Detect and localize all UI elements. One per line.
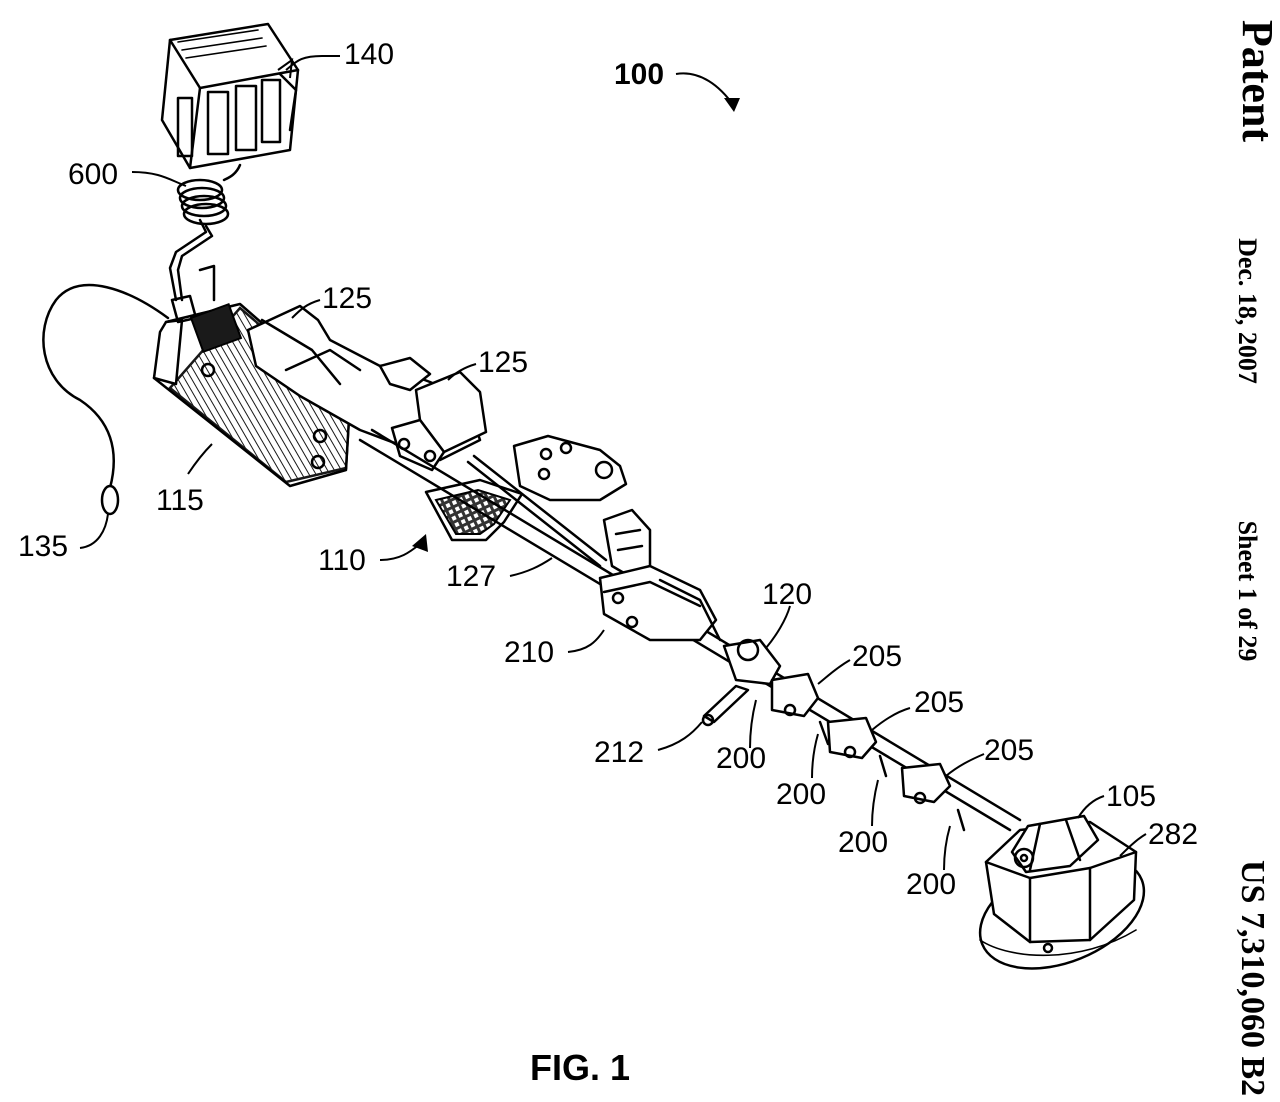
earphone <box>42 283 170 516</box>
ref-pin-a: 200 <box>716 742 766 775</box>
reference-numerals: 140 100 600 125 125 115 135 110 127 120 … <box>18 38 1198 1088</box>
battery-pack <box>160 22 300 170</box>
ref-search-head: 105 <box>1106 780 1156 813</box>
ref-pin-b: 200 <box>776 778 826 811</box>
ref-rod: 127 <box>446 560 496 593</box>
ref-handle: 110 <box>318 544 366 577</box>
ref-pin-d: 200 <box>906 868 956 901</box>
ref-upper-housing-2: 125 <box>478 346 528 379</box>
ref-clamp-c: 205 <box>984 734 1034 767</box>
cuff-bracket <box>512 434 652 582</box>
ref-coiled-cable: 600 <box>68 158 118 191</box>
ref-battery-pack: 140 <box>344 38 394 71</box>
ref-clamp-b: 205 <box>914 686 964 719</box>
search-head <box>978 814 1146 970</box>
upper-housing <box>246 304 488 472</box>
electronics-housing <box>152 264 352 488</box>
ref-upper-housing-1: 125 <box>322 282 372 315</box>
coiled-cable <box>168 163 242 302</box>
ref-head-connector: 282 <box>1148 818 1198 851</box>
leader-lines <box>79 55 1147 871</box>
ref-clamp-a: 205 <box>852 640 902 673</box>
lower-shaft <box>722 638 966 832</box>
ref-bracket: 210 <box>504 636 554 669</box>
ref-lever: 212 <box>594 736 644 769</box>
figure-label: FIG. 1 <box>530 1047 630 1088</box>
ref-upper-shaft: 120 <box>762 578 812 611</box>
lever <box>701 684 750 727</box>
ref-pin-c: 200 <box>838 826 888 859</box>
ref-assembly: 100 <box>614 58 664 91</box>
bracket <box>598 564 722 642</box>
ref-earphone: 135 <box>18 530 68 563</box>
ref-electronics-housing: 115 <box>156 484 204 517</box>
